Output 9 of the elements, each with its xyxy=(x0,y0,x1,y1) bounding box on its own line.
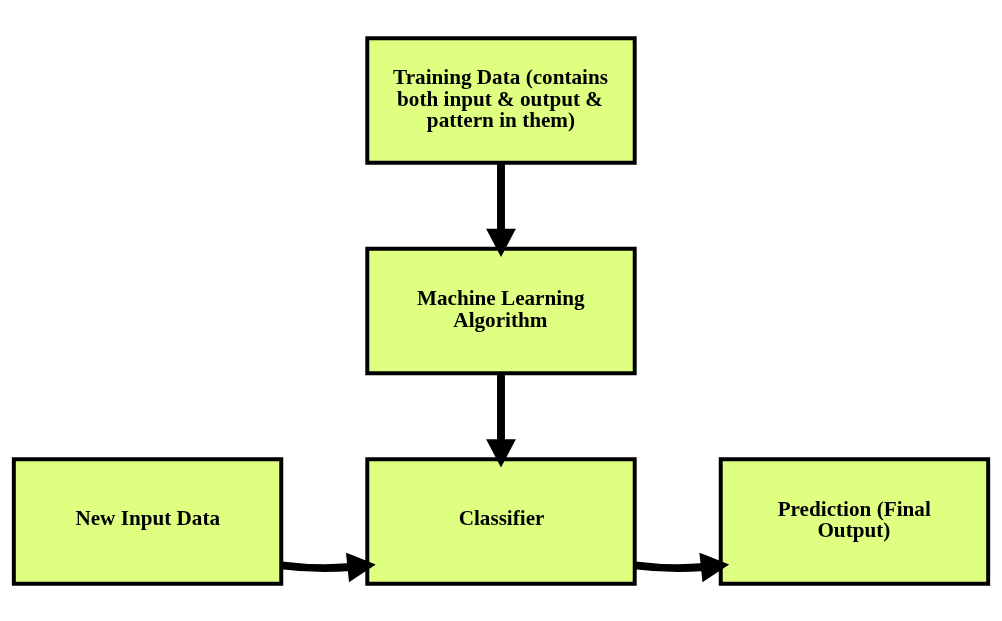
arrow xyxy=(281,552,376,582)
arrow xyxy=(486,162,516,257)
node-box: Prediction (Final Output) xyxy=(718,456,991,586)
node-box: Classifier xyxy=(365,456,637,586)
arrow xyxy=(486,373,516,468)
arrow xyxy=(634,552,730,582)
node-box: Machine Learning Algorithm xyxy=(365,246,637,375)
node-box: Training Data (contains both input & output & pattern in them) xyxy=(365,35,637,165)
node-box: New Input Data xyxy=(11,456,284,586)
